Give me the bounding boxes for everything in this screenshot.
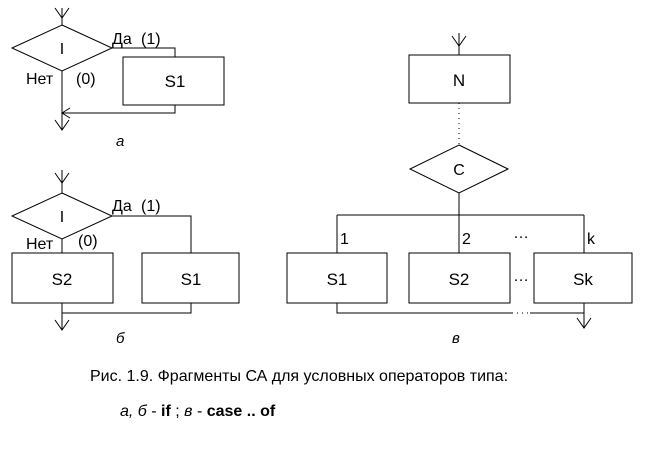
fragment-c-block-s2-label: S2 xyxy=(449,270,470,289)
fragment-a-no-label: Нет xyxy=(26,71,54,88)
fragment-c-sublabel: в xyxy=(452,330,460,347)
fragment-b-sublabel: б xyxy=(116,330,125,347)
flowchart-figure: I Да (1) Нет (0) S1 а I Да (1) Нет (0) S… xyxy=(10,7,633,347)
fragment-a-yes-code: (1) xyxy=(141,31,161,48)
legend-case-keyword: case .. of xyxy=(206,403,276,420)
fragment-c-dots-branches: … xyxy=(513,225,529,242)
fragment-c-branch-1: 1 xyxy=(340,231,349,248)
legend-ab: а, б xyxy=(120,403,147,420)
legend-dash-2: - xyxy=(192,403,207,420)
fragment-c xyxy=(286,33,633,329)
fragment-b-condition: I xyxy=(60,209,64,226)
legend-separator: ; xyxy=(170,403,185,420)
fragment-c-dots-blocks: … xyxy=(513,268,529,285)
fragment-b-block-left-label: S2 xyxy=(52,270,73,289)
fragment-b-no-label: Нет xyxy=(26,236,54,253)
legend-if-keyword: if xyxy=(161,403,171,420)
fragment-a-block-label: S1 xyxy=(165,72,186,91)
fragment-c-top-block-label: N xyxy=(453,71,465,90)
fragment-b-no-code: (0) xyxy=(78,233,98,250)
fragment-c-block-sk xyxy=(533,252,633,304)
fragment-c-condition: C xyxy=(453,162,465,179)
fragment-c-block-sk-label: Sk xyxy=(573,270,593,289)
fragment-b-yes-code: (1) xyxy=(141,198,161,215)
fragment-a-yes-label: Да xyxy=(112,31,132,48)
legend-v: в xyxy=(184,403,193,420)
fragment-c-block-s1-label: S1 xyxy=(327,270,348,289)
fragment-a-condition: I xyxy=(60,41,64,58)
fragment-a-no-code: (0) xyxy=(76,71,96,88)
fragment-b-block-s2 xyxy=(11,252,114,304)
figure-legend: а, б - if ; в - case .. of xyxy=(120,403,275,421)
fragment-b xyxy=(10,170,240,331)
fragment-b-block-right-label: S1 xyxy=(181,270,202,289)
fragment-c-branch-2: 2 xyxy=(462,231,471,248)
fragment-a-sublabel: а xyxy=(116,133,124,150)
fragment-b-yes-label: Да xyxy=(112,198,132,215)
fragment-c-block-s2 xyxy=(408,252,511,304)
fragment-c-branch-k: k xyxy=(587,231,596,248)
fragment-c-block-s1 xyxy=(286,252,388,304)
fragment-a-block-s1 xyxy=(122,56,225,106)
figure-caption: Рис. 1.9. Фрагменты СА для условных опер… xyxy=(90,368,509,385)
fragment-b-block-s1 xyxy=(141,252,240,304)
legend-dash-1: - xyxy=(146,403,162,420)
fragment-a xyxy=(10,7,225,131)
